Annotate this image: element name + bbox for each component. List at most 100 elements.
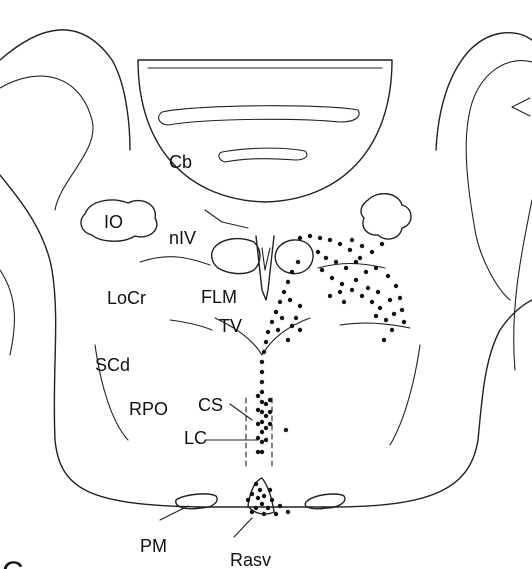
label-tv: TV — [219, 316, 242, 336]
label-flm: FLM — [201, 287, 237, 307]
neuron-dot — [290, 324, 294, 328]
cerebellum-outline — [138, 60, 392, 202]
side-line-left — [170, 320, 212, 330]
neuron-dot — [256, 496, 260, 500]
cerebellum-fold-2 — [219, 148, 307, 162]
cs-pointer — [230, 404, 252, 420]
neuron-dot — [246, 498, 250, 502]
neuron-dot — [342, 300, 346, 304]
neuron-dot — [298, 236, 302, 240]
neuron-dot — [402, 320, 406, 324]
neuron-dot — [384, 318, 388, 322]
neuron-dot — [260, 390, 264, 394]
neuron-dot — [390, 328, 394, 332]
neuron-dot — [262, 512, 266, 516]
neuron-dot — [268, 410, 272, 414]
contour-left-2 — [0, 270, 14, 355]
neuron-dot — [386, 274, 390, 278]
neuron-dot — [370, 250, 374, 254]
neuron-dot — [358, 256, 362, 260]
neuron-dot — [260, 440, 264, 444]
neuron-dot — [250, 510, 254, 514]
neuron-dot — [366, 286, 370, 290]
neuron-dot — [260, 430, 264, 434]
locr-line-left — [140, 257, 210, 265]
neuron-dot — [348, 248, 352, 252]
neuron-dot — [286, 510, 290, 514]
neuron-dot — [276, 328, 280, 332]
label-cb: Cb — [169, 152, 192, 172]
neuron-dot — [392, 312, 396, 316]
neuron-dot — [270, 498, 274, 502]
neuron-dot — [398, 296, 402, 300]
neuron-dot — [340, 282, 344, 286]
contour-left-1 — [0, 76, 93, 210]
neuron-dot — [256, 422, 260, 426]
label-rasv: Rasv — [230, 550, 271, 569]
neuron-dot — [280, 316, 284, 320]
neuron-dot — [316, 250, 320, 254]
neuron-dot — [328, 294, 332, 298]
neuron-dot — [260, 370, 264, 374]
label-scd: SCd — [95, 355, 130, 375]
neuron-dot — [388, 298, 392, 302]
neuron-dot — [264, 402, 268, 406]
contour-right-2 — [514, 200, 532, 370]
neuron-dot — [284, 428, 288, 432]
neuron-dot — [360, 294, 364, 298]
flm-right — [275, 240, 313, 274]
panel-letter: C — [2, 556, 24, 569]
neuron-dot — [264, 340, 268, 344]
neuron-dot — [282, 290, 286, 294]
neuron-dot — [274, 512, 278, 516]
neuron-dot — [254, 506, 258, 510]
neuron-dot — [268, 488, 272, 492]
neuron-dot — [262, 350, 266, 354]
neuron-dot — [354, 278, 358, 282]
neuron-dot — [256, 436, 260, 440]
arrow-mark — [512, 98, 530, 116]
neuron-dot — [254, 482, 258, 486]
neuron-dot — [278, 300, 282, 304]
neuron-dot — [338, 290, 342, 294]
neuron-dot — [376, 290, 380, 294]
neuron-dot — [354, 260, 358, 264]
neuron-dot — [264, 414, 268, 418]
neuron-dot — [256, 394, 260, 398]
neuron-dot — [264, 438, 268, 442]
neuron-dot — [260, 502, 264, 506]
label-locr: LoCr — [107, 288, 146, 308]
neuron-dot — [370, 300, 374, 304]
neuron-dot — [268, 422, 272, 426]
neuron-dot — [294, 316, 298, 320]
neuron-dot — [274, 310, 278, 314]
neuron-dot — [320, 268, 324, 272]
neuron-dot — [260, 360, 264, 364]
neuron-dot — [260, 420, 264, 424]
neuron-dot — [380, 242, 384, 246]
neuron-dot — [270, 320, 274, 324]
neuron-dot — [324, 256, 328, 260]
neuron-dot — [394, 284, 398, 288]
neuron-dot — [350, 288, 354, 292]
neuron-dot — [288, 298, 292, 302]
neuron-dot — [296, 260, 300, 264]
neuron-dot — [334, 260, 338, 264]
label-niv: nIV — [169, 228, 196, 248]
flm-left — [212, 239, 260, 274]
side-line-right — [340, 323, 410, 328]
neuron-dot — [286, 338, 290, 342]
cerebellum-fold-1 — [159, 106, 359, 125]
neuron-dot — [374, 314, 378, 318]
neuron-dot — [350, 238, 354, 242]
neuron-dot — [258, 488, 262, 492]
contour-right-1 — [466, 61, 532, 300]
neuron-dot — [298, 328, 302, 332]
neuron-dot — [268, 398, 272, 402]
neuron-dot — [400, 308, 404, 312]
neuron-dot — [266, 330, 270, 334]
neuron-dot — [330, 276, 334, 280]
neuron-dot — [298, 304, 302, 308]
neuron-dot — [378, 306, 382, 310]
